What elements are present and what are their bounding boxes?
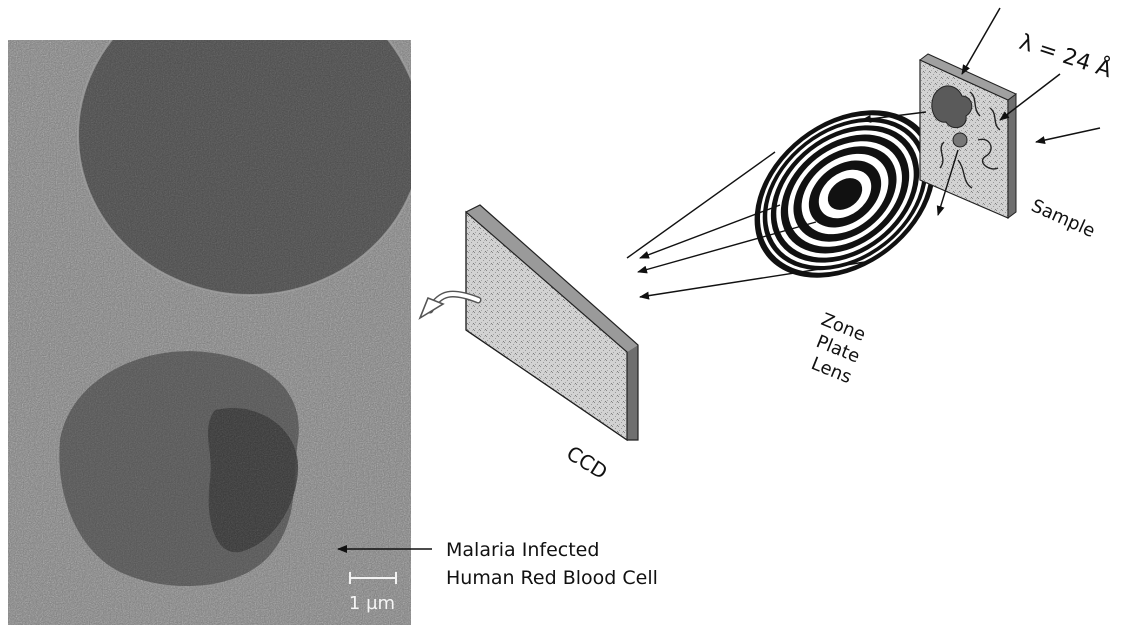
cell-caption-line1: Malaria Infected — [446, 539, 599, 561]
scale-bar: 1 µm — [349, 572, 396, 614]
sample-slide — [920, 54, 1016, 218]
sample-label: Sample — [1028, 195, 1098, 242]
cell-caption-line2: Human Red Blood Cell — [446, 567, 658, 589]
scale-bar-label: 1 µm — [349, 593, 395, 614]
wavelength-label: λ = 24 Å — [1016, 28, 1115, 83]
ccd-detector — [466, 205, 638, 440]
micrograph-photo: 1 µm — [8, 0, 422, 625]
ccd-label: CCD — [562, 441, 611, 484]
